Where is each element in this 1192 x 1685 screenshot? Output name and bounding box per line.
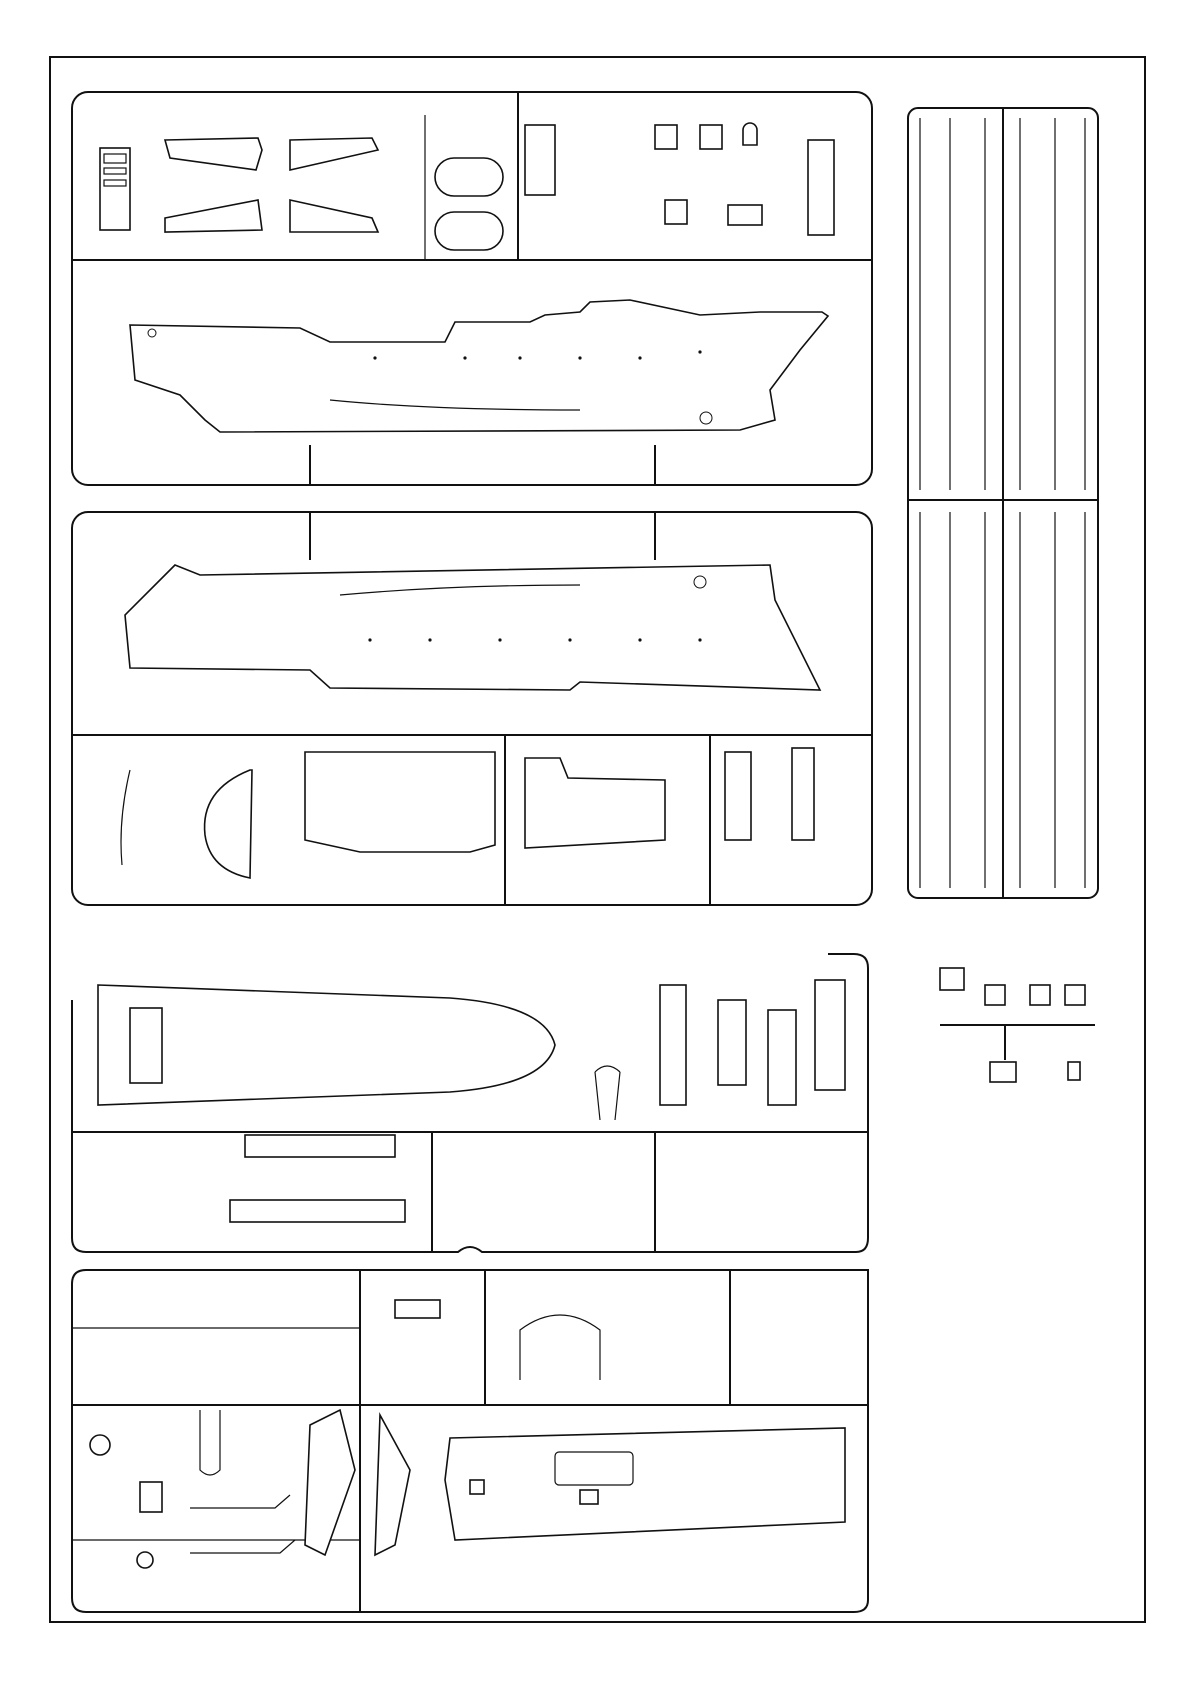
part-bow-bulwark: [205, 770, 252, 878]
part-small-box: [395, 1300, 440, 1318]
part-main-deck: [98, 985, 555, 1105]
part-rod: [190, 1495, 290, 1508]
part-small-box: [665, 200, 687, 224]
rivet-dot: [638, 638, 641, 641]
rivet-dot: [373, 356, 376, 359]
part-block: [525, 125, 555, 195]
part-tall-panel: [660, 985, 686, 1105]
part-rod: [190, 1540, 295, 1553]
part-hull-half-starboard: [125, 565, 820, 690]
part-deck-a: [305, 752, 495, 852]
part-ring-upper: [435, 158, 503, 196]
sprue-b: [72, 512, 872, 905]
part-tall-panel: [718, 1000, 746, 1085]
part-u-rod: [200, 1410, 220, 1475]
deck-hatch: [580, 1490, 598, 1504]
rivet-dot: [638, 356, 641, 359]
part-small-box: [1065, 985, 1085, 1005]
part-upper-deck-plate: [445, 1428, 845, 1540]
rivet-dot: [428, 638, 431, 641]
sprue-d: [72, 954, 868, 1252]
part-deck-strip: [230, 1200, 405, 1222]
part-mast-frame: [520, 1315, 600, 1380]
part-small-box: [1068, 1062, 1080, 1080]
deck-hatch: [130, 1008, 162, 1083]
part-small-box: [655, 125, 677, 149]
rivet-dot: [568, 638, 571, 641]
rivet-dot: [518, 356, 521, 359]
part-tall-panel: [815, 980, 845, 1090]
part-u-bracket: [595, 1066, 620, 1120]
part-ring-lower: [435, 212, 503, 250]
part-small-box: [700, 125, 722, 149]
hull-porthole: [700, 412, 712, 424]
sprue-e: [72, 1270, 868, 1612]
part-wing-left-upper: [165, 138, 262, 170]
part-small-box: [990, 1062, 1016, 1082]
part-curved-strip: [121, 770, 130, 865]
part-small-box: [728, 205, 762, 225]
part-lattice-mast: [305, 1410, 355, 1555]
deck-hatch: [470, 1480, 484, 1494]
sprue-c: [908, 108, 1098, 898]
part-deck-b: [525, 758, 665, 848]
part-small-box: [140, 1482, 162, 1512]
part-wing-left-lower: [165, 200, 262, 232]
rivet-dot: [698, 638, 701, 641]
rivet-dot: [463, 356, 466, 359]
part-hull-half-port: [130, 300, 828, 432]
part-small-box: [985, 985, 1005, 1005]
part-small-box: [1030, 985, 1050, 1005]
part-cap: [743, 123, 757, 145]
part-wing-right-lower: [290, 200, 378, 232]
part-ladder-panel: [792, 748, 814, 840]
hull-porthole: [694, 576, 706, 588]
rivet-dot: [368, 638, 371, 641]
part-ladder-panel: [725, 752, 751, 840]
hull-porthole: [148, 329, 156, 337]
part-wing-right-upper: [290, 138, 378, 170]
part-square: [940, 968, 964, 990]
rivet-dot: [578, 356, 581, 359]
rivet-dot: [498, 638, 501, 641]
part-deck-strip: [245, 1135, 395, 1157]
rivet-dot: [698, 350, 701, 353]
part-lattice-mast: [375, 1415, 410, 1555]
part-tall-panel: [808, 140, 834, 235]
sprue-small-tree: [940, 968, 1095, 1082]
part-wheel: [90, 1435, 110, 1455]
part-tall-panel: [768, 1010, 796, 1105]
sprue-a: [72, 92, 872, 485]
part-propeller: [137, 1552, 153, 1568]
